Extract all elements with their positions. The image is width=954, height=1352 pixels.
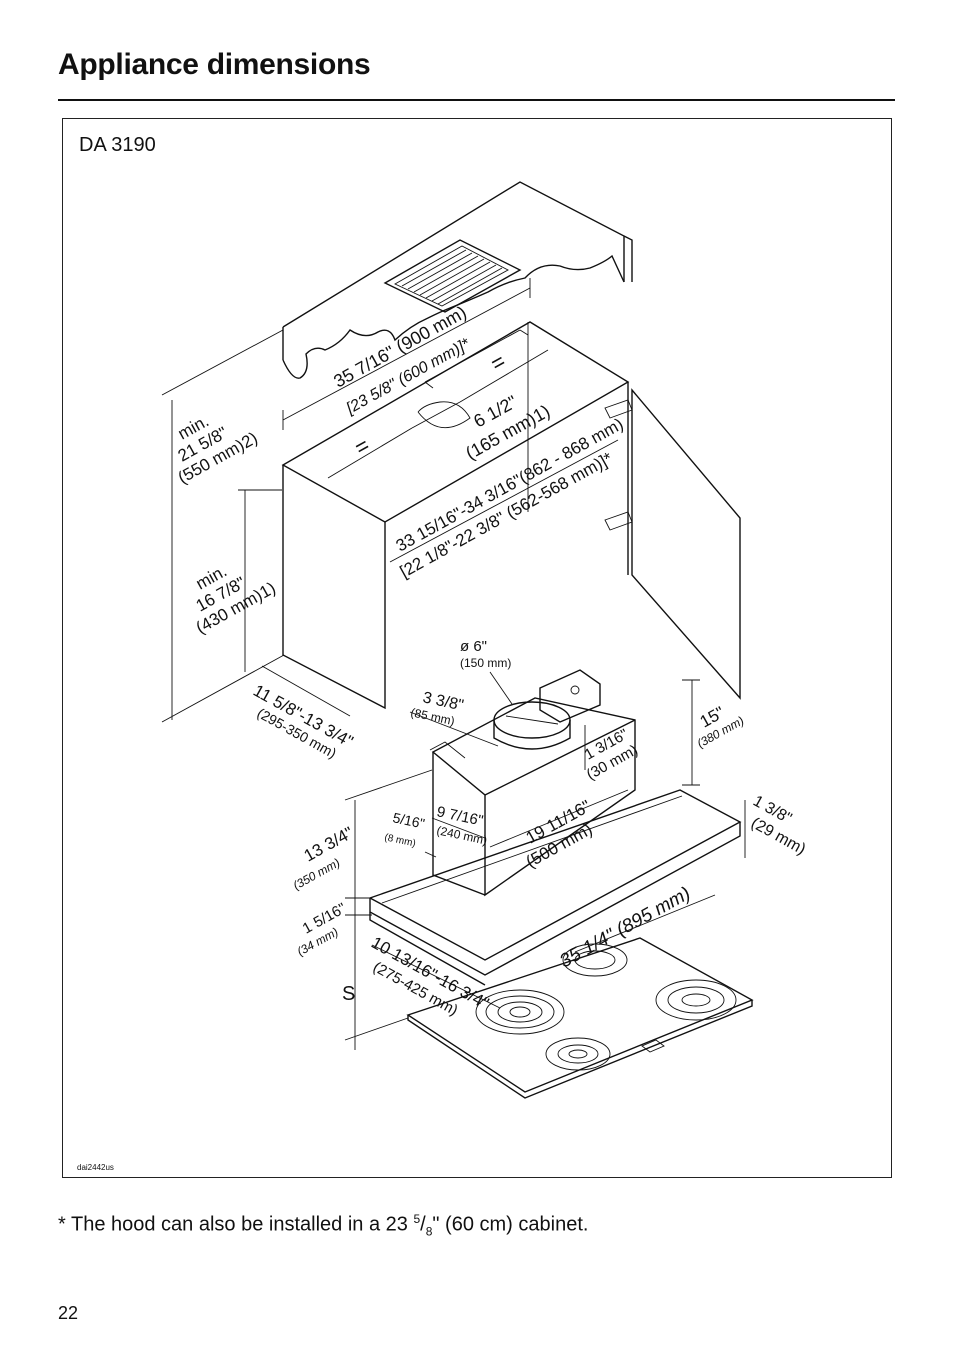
- control-panel-icon: [641, 1039, 665, 1053]
- footnote-end: " (60 cm) cabinet.: [432, 1213, 589, 1236]
- equal-right-label: =: [486, 348, 509, 376]
- footnote-sub: 8: [425, 1224, 433, 1239]
- model-label: DA 3190: [79, 134, 156, 156]
- footnote-text: * The hood can also be installed in a 23: [58, 1213, 414, 1236]
- inner-width-alt-label: [22 1/8"-22 3/8" (562-568 mm)]*: [397, 448, 616, 581]
- duct-diameter-label: ø 6": [460, 638, 487, 655]
- burner-icon: [475, 989, 565, 1035]
- chimney-cover: [431, 697, 636, 897]
- page-number: 22: [58, 1303, 79, 1323]
- footnote-slash: /: [420, 1213, 426, 1236]
- ceiling-slab: [282, 181, 633, 379]
- title-divider: [58, 99, 895, 101]
- footnote-sup: 5: [413, 1212, 421, 1226]
- equal-left-label: =: [350, 432, 373, 460]
- burner-icon: [655, 979, 737, 1021]
- duct-collar-icon: [493, 701, 571, 750]
- page-title: Appliance dimensions: [58, 48, 371, 81]
- burner-icon: [545, 1037, 611, 1071]
- drawing-code: dai2442us: [77, 1163, 114, 1172]
- footnote: * The hood can also be installed in a 23…: [58, 1212, 588, 1239]
- duct-diameter-mm-label: (150 mm): [460, 656, 511, 670]
- hood-width-label: 35 1/4" (895 mm): [556, 883, 694, 972]
- gap-label: 5/16": [391, 809, 426, 831]
- cabinet-door: [604, 388, 741, 700]
- ventilation-grille-icon: [383, 239, 522, 313]
- upper-cabinet: [281, 321, 630, 710]
- gap-mm-label: (8 mm): [383, 832, 416, 849]
- diagram-frame: [62, 118, 892, 1178]
- cabinet-dimension-lines: [161, 278, 619, 723]
- hood-dimension-lines: [344, 671, 746, 1050]
- mounting-bracket-icon: [429, 669, 601, 759]
- safety-distance-label: S: [342, 983, 355, 1005]
